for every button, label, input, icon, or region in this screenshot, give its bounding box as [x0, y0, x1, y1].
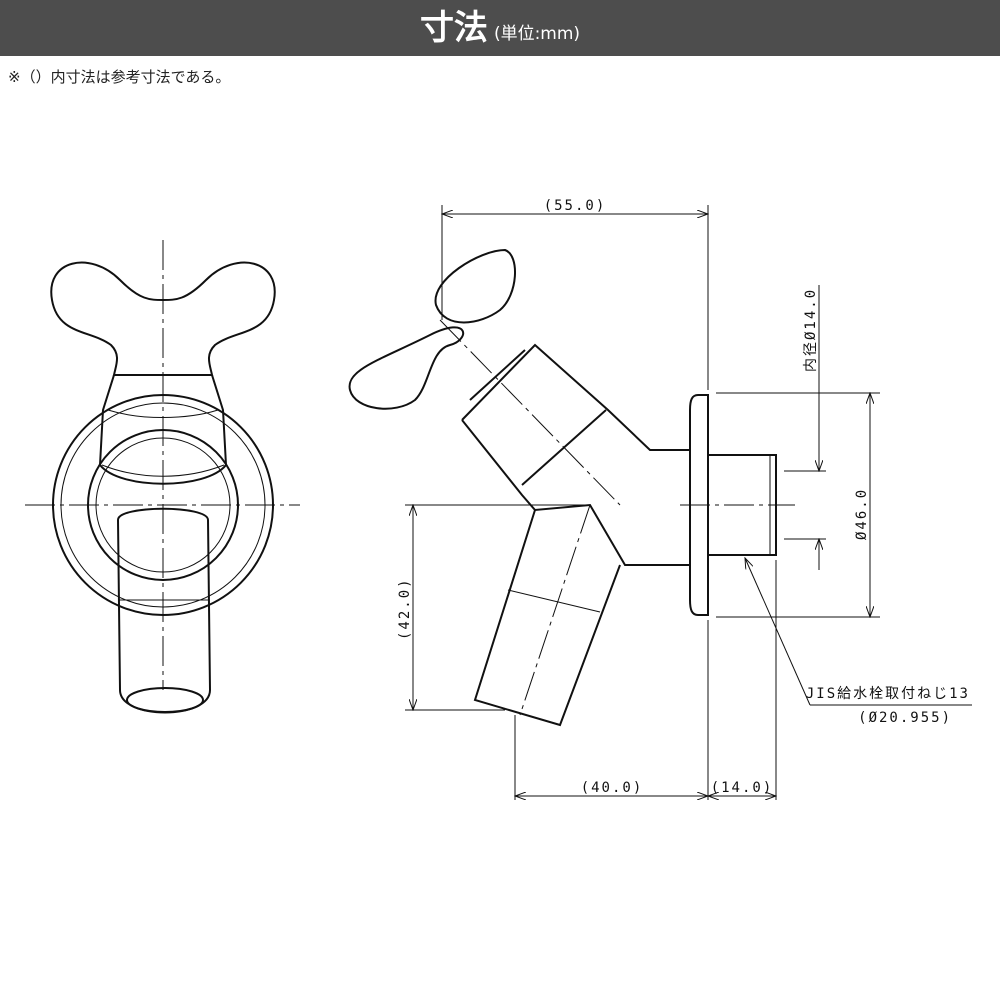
thread-diameter: (Ø20.955): [858, 710, 952, 726]
dim-thread-length: (14.0): [711, 780, 774, 796]
front-view: [25, 240, 300, 714]
dim-inner-diameter: 内径Ø14.0: [803, 288, 819, 372]
page-title: 寸法: [419, 8, 488, 48]
dim-spout-offset: (40.0): [581, 780, 644, 796]
dim-spout-height: (42.0): [397, 577, 413, 640]
dim-flange-diameter: Ø46.0: [854, 488, 870, 540]
reference-note: ※（）内寸法は参考寸法である。: [8, 68, 231, 86]
unit-label: (単位:mm): [493, 24, 581, 44]
thread-label: JIS給水栓取付ねじ13: [806, 686, 970, 702]
dim-top-width: (55.0): [544, 198, 607, 214]
side-view: [348, 205, 972, 800]
header-bar: 寸法(単位:mm): [0, 0, 1000, 56]
